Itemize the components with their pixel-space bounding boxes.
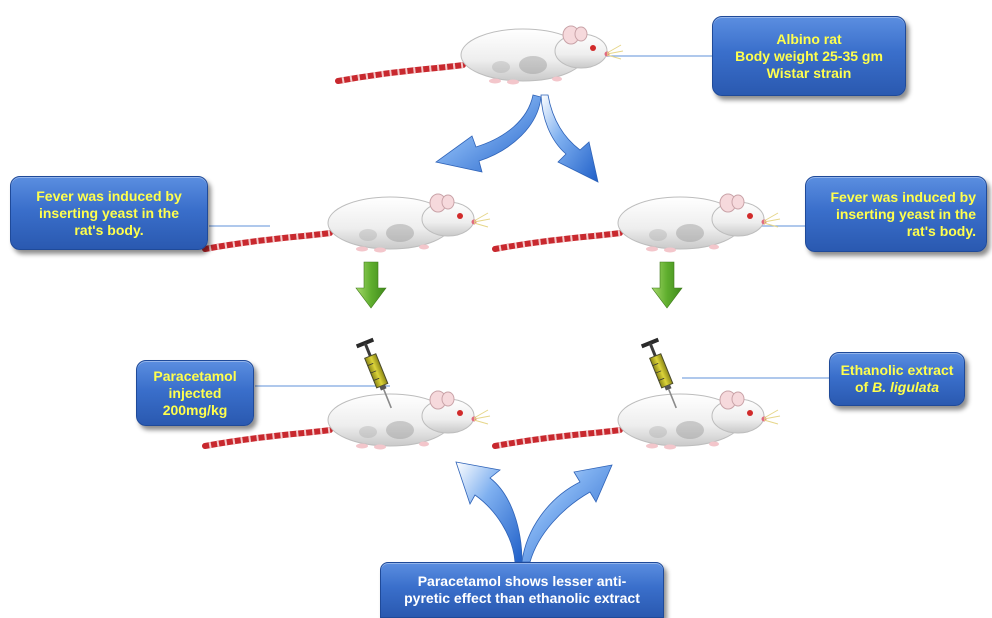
- fever-induction-box-right: Fever was induced by inserting yeast in …: [805, 176, 987, 252]
- curved-arrow-icon: [521, 464, 613, 563]
- ethanolic-line2-prefix: of: [854, 379, 873, 395]
- rat-icon: [338, 26, 623, 85]
- rat-description-line1: Albino rat: [776, 30, 842, 47]
- rat-icon: [205, 194, 490, 253]
- paracetamol-line2: injected: [168, 384, 222, 401]
- rat-description-line2: Body weight 25-35 gm: [735, 47, 883, 64]
- ethanolic-line1: Ethanolic extract: [840, 362, 954, 378]
- fever-left-line3: rat's body.: [74, 221, 144, 238]
- fever-induction-box-left: Fever was induced by inserting yeast in …: [10, 176, 208, 250]
- paracetamol-line3: 200mg/kg: [162, 401, 228, 418]
- fever-right-line3: rat's body.: [906, 222, 976, 239]
- fever-right-line1: Fever was induced by: [830, 188, 977, 205]
- down-arrow-icon: [355, 261, 387, 309]
- rat-description-line3: Wistar strain: [766, 64, 852, 81]
- species-name: B. ligulata: [872, 379, 939, 395]
- down-arrow-icon: [651, 261, 683, 309]
- fever-left-line1: Fever was induced by: [36, 187, 182, 204]
- rat-icon: [495, 194, 780, 253]
- paracetamol-line1: Paracetamol: [153, 367, 237, 384]
- conclusion-box: Paracetamol shows lesser anti- pyretic e…: [380, 562, 664, 618]
- rat-description-box: Albino rat Body weight 25-35 gm Wistar s…: [712, 16, 906, 96]
- conclusion-line2: pyretic effect than ethanolic extract: [404, 590, 640, 606]
- ethanolic-line2: of B. ligulata: [855, 379, 939, 396]
- curved-arrow-icon: [455, 461, 523, 563]
- ethanolic-extract-box: Ethanolic extract of B. ligulata: [829, 352, 965, 406]
- paracetamol-box: Paracetamol injected 200mg/kg: [136, 360, 254, 426]
- curved-arrow-icon: [435, 94, 542, 173]
- fever-left-line2: inserting yeast in the: [38, 204, 180, 221]
- conclusion-line1: Paracetamol shows lesser anti-: [417, 573, 627, 589]
- fever-right-line2: inserting yeast in the: [835, 205, 976, 222]
- curved-arrow-icon: [540, 94, 599, 183]
- rat-icon: [495, 391, 780, 450]
